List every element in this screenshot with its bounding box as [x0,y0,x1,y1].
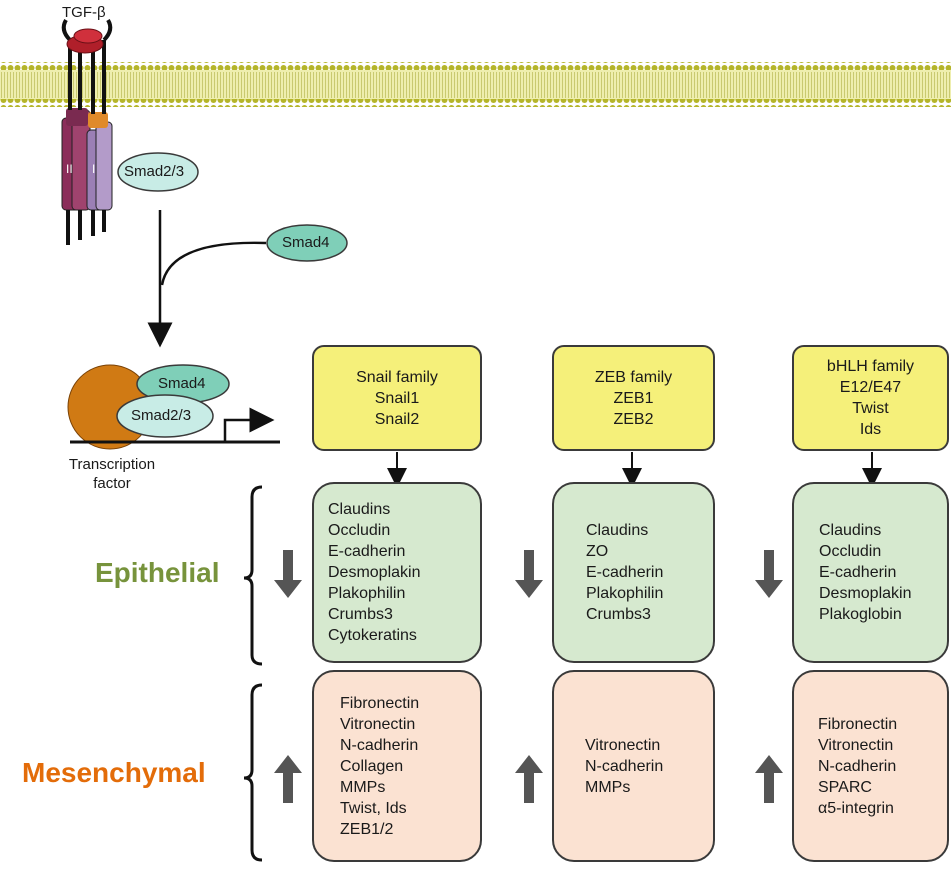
epithelial-marker: Plakophilin [586,585,664,602]
mesenchymal-marker: SPARC [818,778,872,796]
membrane-bottom-heads [0,99,951,107]
mesenchymal-marker: Fibronectin [818,715,898,733]
mesenchymal-marker: Vitronectin [818,736,894,754]
epithelial-marker: Desmoplakin [328,564,421,581]
receptor-i-label: I [92,162,96,176]
snail-family-box: Snail family Snail1 Snail2 [312,345,482,451]
tf-line: Snail2 [374,410,420,428]
epithelial-marker: Desmoplakin [819,585,912,602]
smad4-ellipse [266,224,348,262]
tf-line: Twist [852,400,889,417]
epithelial-bracket [243,485,263,666]
bhlh-mesenchymal-box: Fibronectin Vitronectin N-cadherin SPARC… [792,670,949,862]
complex-smad23 [116,394,214,438]
zeb-family-box: ZEB family ZEB1 ZEB2 [552,345,715,451]
mesenchymal-marker: MMPs [585,778,631,796]
tf-caption-line-2: factor [93,475,131,492]
complex-smad4-label: Smad4 [158,375,206,392]
bhlh-epithelial-box: Claudins Occludin E-cadherin Desmoplakin… [792,482,949,663]
epithelial-marker: Crumbs3 [586,606,651,623]
tf-line: bHLH family [826,358,915,375]
receptor-i-back [95,121,113,211]
tf-line: Snail1 [374,389,420,407]
mesenchymal-marker: Collagen [340,757,404,775]
epithelial-marker: Occludin [328,522,391,539]
epithelial-marker: Claudins [586,522,649,539]
mesenchymal-marker: N-cadherin [818,757,897,775]
down-arrow-1 [274,550,302,598]
smad4-label: Smad4 [282,234,330,251]
mesenchymal-marker: α5-integrin [818,799,894,817]
bhlh-family-box: bHLH family E12/E47 Twist Ids [792,345,949,451]
epithelial-marker: Cytokeratins [328,627,417,644]
snail-epithelial-box: Claudins Occludin E-cadherin Desmoplakin… [312,482,482,663]
tf-caption: Transcription factor [64,455,160,493]
mesenchymal-marker: ZEB1/2 [340,820,394,838]
epithelial-marker: ZO [586,543,609,560]
tf-line: ZEB family [594,368,673,386]
epithelial-marker: E-cadherin [819,564,897,581]
up-arrow-2 [515,755,543,803]
receptor-i-cap [88,112,108,128]
epithelial-marker: Claudins [819,522,882,539]
receptor-ii-label: II [66,162,73,176]
tf-line: Snail family [356,368,438,386]
mesenchymal-label: Mesenchymal [22,757,206,788]
snail-mesenchymal-box: Fibronectin Vitronectin N-cadherin Colla… [312,670,482,862]
zeb-mesenchymal-box: Vitronectin N-cadherin MMPs [552,670,715,862]
tf-line: ZEB2 [613,410,654,428]
membrane-tails [0,72,951,98]
epithelial-marker: Occludin [819,543,882,560]
complex-smad23-label: Smad2/3 [131,407,192,424]
mesenchymal-bracket [243,683,263,862]
up-arrow-1 [274,755,302,803]
tgf-receptor-complex [61,18,113,245]
mesenchymal-marker: Vitronectin [585,736,661,754]
tf-line: E12/E47 [839,379,902,396]
mesenchymal-marker: Twist, Ids [340,799,407,817]
transcription-start-arrow [223,407,275,442]
down-arrow-2 [515,550,543,598]
mesenchymal-marker: MMPs [340,778,386,796]
epithelial-marker: E-cadherin [328,543,406,560]
zeb-epithelial-box: Claudins ZO E-cadherin Plakophilin Crumb… [552,482,715,663]
mesenchymal-marker: Fibronectin [340,694,420,712]
epithelial-marker: E-cadherin [586,564,664,581]
smad4-join-line [160,241,267,286]
up-arrow-3 [755,755,783,803]
epithelial-label: Epithelial [95,557,220,588]
mesenchymal-marker: Vitronectin [340,715,416,733]
smad23-label: Smad2/3 [124,163,185,180]
tgf-beta-label: TGF-β [62,4,106,21]
epithelial-marker: Plakophilin [328,585,406,602]
receptor-ii-cap [66,108,88,126]
smad23-ellipse [117,152,199,192]
tf-caption-line-1: Transcription [68,456,156,473]
tf-line: Ids [859,421,882,438]
tf-line: ZEB1 [613,389,654,407]
mesenchymal-marker: N-cadherin [340,736,419,754]
epithelial-marker: Crumbs3 [328,606,393,623]
down-arrow-3 [755,550,783,598]
membrane-top-heads [0,62,951,70]
mesenchymal-marker: N-cadherin [585,757,664,775]
epithelial-marker: Plakoglobin [819,606,902,623]
epithelial-marker: Claudins [328,501,391,518]
